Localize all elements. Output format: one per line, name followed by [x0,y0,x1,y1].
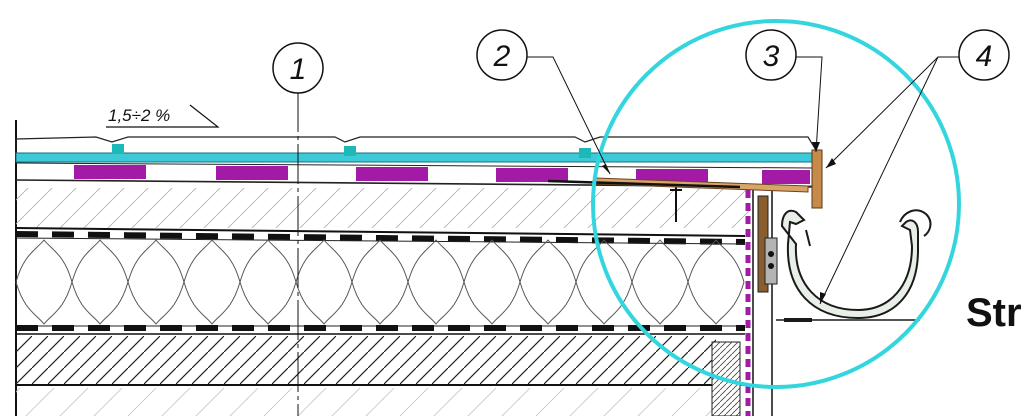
callout-1: 1 [272,42,324,416]
gutter [776,209,932,322]
slope-label: 1,5÷2 % [108,106,170,125]
screed-layer [16,188,751,228]
detail-circle [591,19,961,389]
teal-clip-1 [112,144,124,154]
teal-clip-2 [344,146,356,156]
vapour-barrier-top [15,227,746,245]
callout-2: 2 [476,29,611,175]
batten-layer [15,162,813,188]
callout-label-4: 4 [976,40,993,73]
callout-label-2: 2 [493,40,511,73]
slope-annotation: 1,5÷2 % [106,104,220,128]
teal-clip-3 [579,148,591,158]
cut-off-title-text: Str [966,291,1022,335]
edge-fastener [670,186,682,222]
callout-label-3: 3 [763,40,780,73]
roof-covering-layer [15,136,817,153]
membrane-band [15,152,817,163]
callout-3: 3 [745,29,823,153]
insulation-layer [15,237,746,327]
vapour-barrier-bottom [16,325,745,335]
fascia-board [811,149,823,209]
concrete-slab [16,336,716,384]
callout-4: 4 [819,29,1010,305]
gutter-bracket [757,195,778,293]
callout-label-1: 1 [290,53,307,86]
ceiling-layer [16,388,716,416]
